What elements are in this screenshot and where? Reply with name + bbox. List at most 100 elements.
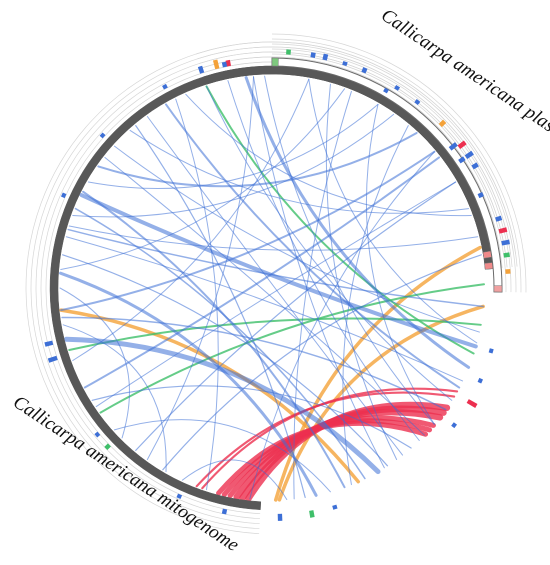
feature-mark-blue	[197, 65, 205, 74]
ribbon-link-blue	[83, 156, 441, 389]
feature-mark-blue	[176, 493, 183, 500]
feature-mark-red	[457, 140, 467, 149]
feature-mark-green	[286, 49, 291, 55]
segment-end-cap	[493, 285, 503, 293]
feature-mark-blue	[361, 67, 368, 74]
feature-mark-blue	[277, 513, 283, 521]
feature-mark-blue	[414, 99, 421, 105]
feature-mark-blue	[47, 355, 58, 363]
feature-mark-blue	[501, 239, 510, 246]
ribbon-link-blue	[72, 78, 310, 362]
ribbon-link-blue	[205, 85, 453, 401]
feature-mark-blue	[495, 215, 503, 222]
feature-mark-red	[466, 399, 478, 408]
ribbon-link-blue	[62, 324, 167, 473]
ribbon-link-blue	[68, 225, 479, 251]
ribbon-link-blue	[325, 83, 398, 461]
ribbon-link-blue	[146, 115, 404, 456]
ribbon-link-orange	[273, 245, 482, 502]
feature-mark-blue	[310, 52, 316, 58]
feature-mark-blue	[448, 142, 458, 151]
ribbon-link-blue	[162, 254, 482, 471]
ribbon-link-blue	[227, 80, 420, 441]
guide-ring	[271, 38, 522, 293]
guide-ring	[271, 43, 517, 293]
feature-mark-blue	[394, 84, 401, 91]
ribbon-link-green	[205, 85, 475, 355]
ribbon-link-blue	[67, 228, 484, 308]
ribbon-link-blue	[79, 193, 478, 349]
ribbon-link-blue	[74, 207, 366, 480]
feature-mark-green	[104, 443, 111, 451]
feature-mark-blue	[471, 162, 479, 170]
segment-start-cap	[271, 57, 279, 67]
ribbon-link-blue	[72, 113, 395, 218]
guide-ring	[25, 41, 516, 535]
ribbon-link-blue	[87, 103, 379, 190]
ribbon-link-blue	[264, 75, 435, 425]
ribbon-link-blue	[253, 76, 385, 469]
ribbon-link-blue	[95, 181, 457, 408]
feature-mark-blue	[44, 340, 54, 347]
ribbon-link-blue	[146, 76, 255, 461]
ribbon-link-blue	[113, 419, 331, 493]
ribbon-link-blue	[342, 125, 409, 486]
feature-mark-blue	[94, 431, 101, 438]
ribbon-link-blue	[91, 385, 412, 449]
feature-mark-orange	[505, 269, 511, 274]
ribbon-link-blue	[59, 287, 130, 439]
feature-mark-blue	[458, 156, 466, 164]
ribbon-link-blue	[97, 131, 418, 188]
feature-mark-blue	[99, 132, 106, 139]
feature-mark-green	[503, 252, 510, 258]
ribbon-link-blue	[113, 145, 480, 333]
guide-ring	[271, 53, 507, 293]
ribbon-link-blue	[129, 129, 470, 214]
ribbon-link-blue	[63, 336, 381, 475]
feature-mark-blue	[322, 53, 329, 61]
ribbon-link-blue	[181, 459, 288, 500]
ribbon-link-blue	[244, 76, 471, 369]
ribbon-link-orange	[59, 308, 360, 484]
ribbon-link-green	[68, 317, 482, 351]
feature-mark-blue	[488, 348, 494, 354]
guide-ring	[271, 33, 527, 293]
feature-mark-orange	[212, 59, 220, 70]
feature-mark-blue	[332, 504, 338, 510]
ribbon-link-blue	[249, 151, 435, 500]
plastome-label: Callicarpa americana plastome	[377, 5, 550, 158]
ribbon-link-blue	[185, 93, 472, 217]
ribbon-link-blue	[60, 150, 436, 312]
ribbon-link-blue	[135, 124, 306, 498]
ribbon-link-blue	[175, 98, 219, 491]
ribbon-link-blue	[59, 271, 318, 497]
feature-mark-red	[225, 59, 232, 67]
ribbon-link-blue	[104, 156, 425, 436]
guide-ring	[35, 51, 507, 525]
ribbon-links	[59, 75, 485, 502]
guide-ring	[30, 46, 512, 530]
ribbon-link-blue	[165, 103, 461, 389]
feature-mark-orange	[438, 119, 447, 128]
feature-tracks	[44, 49, 511, 521]
ribbon-link-blue	[60, 88, 346, 271]
feature-mark-green	[309, 510, 315, 518]
guide-ring	[40, 56, 502, 520]
ribbon-link-blue	[62, 254, 389, 467]
segment-end-cap	[482, 250, 493, 259]
feature-mark-blue	[477, 192, 484, 199]
ribbon-link-blue	[365, 103, 435, 425]
feature-mark-blue	[221, 61, 228, 68]
feature-mark-blue	[477, 377, 484, 384]
feature-mark-blue	[60, 192, 67, 199]
feature-mark-blue	[221, 508, 228, 515]
ribbon-link-blue	[65, 236, 464, 382]
ribbon-link-blue	[61, 316, 447, 411]
ribbon-link-blue	[293, 90, 352, 500]
feature-mark-blue	[162, 83, 168, 90]
ribbon-link-blue	[82, 190, 346, 489]
feature-mark-blue	[464, 150, 474, 160]
feature-mark-blue	[383, 87, 389, 94]
feature-mark-red	[498, 227, 508, 234]
